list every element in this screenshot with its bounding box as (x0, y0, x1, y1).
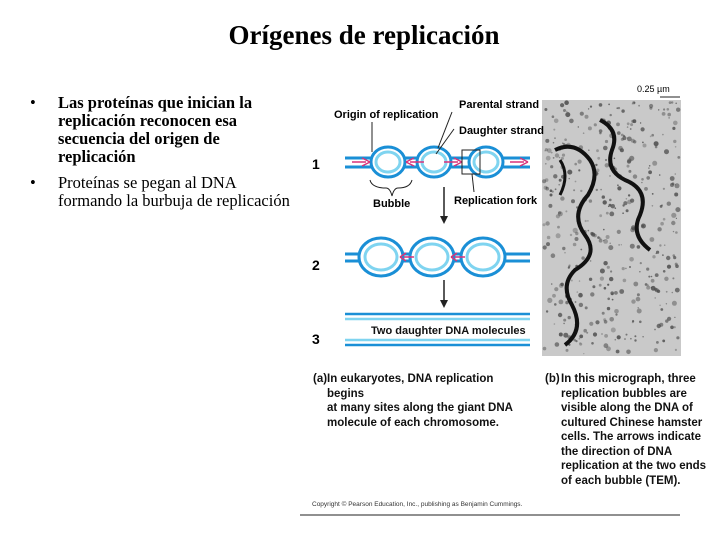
caption-b-line: replication bubbles are (561, 387, 687, 400)
bullet-item: • Proteínas se pegan al DNA formando la … (30, 174, 300, 210)
caption-b: (b) In this micrograph, three replicatio… (545, 372, 715, 488)
caption-a: (a) In eukaryotes, DNA replication begin… (313, 372, 533, 430)
step-number: 1 (312, 156, 320, 172)
caption-b-line: of each bubble (TEM). (561, 474, 681, 487)
caption-b-label: (b) (545, 373, 560, 385)
label-bubble: Bubble (373, 198, 410, 210)
label-molecules: Two daughter DNA molecules (371, 325, 526, 337)
caption-b-line: visible along the DNA of (561, 402, 693, 414)
label-fork: Replication fork (454, 195, 538, 207)
bullet-marker: • (30, 173, 36, 192)
caption-a-line: at many sites along the giant DNA (327, 402, 513, 414)
label-scale: 0.25 µm (637, 84, 670, 94)
label-parental: Parental strand (459, 99, 539, 111)
step2-dna (345, 236, 530, 308)
bullet-text: Las proteínas que inician la replicación… (58, 93, 253, 166)
bullet-item: • Las proteínas que inician la replicaci… (30, 94, 300, 166)
step3-dna (345, 312, 530, 347)
bullet-list: • Las proteínas que inician la replicaci… (30, 94, 300, 218)
caption-a-line: molecule of each chromosome. (327, 416, 499, 429)
label-daughter: Daughter strand (459, 125, 544, 137)
caption-b-line: replication at the two ends (561, 460, 707, 472)
step-number: 3 (312, 331, 320, 347)
caption-a-line: In eukaryotes, DNA replication begins (327, 373, 494, 400)
caption-b-line: In this micrograph, three (561, 373, 696, 385)
bullet-text: Proteínas se pegan al DNA formando la bu… (58, 173, 290, 210)
caption-b-line: the direction of DNA (561, 445, 673, 458)
caption-b-line: cells. The arrows indicate (561, 431, 701, 443)
slide-title: Orígenes de replicación (228, 20, 500, 50)
caption-b-line: cultured Chinese hamster (561, 416, 703, 429)
step1-dna (345, 111, 530, 224)
tem-micrograph (542, 96, 681, 356)
bullet-marker: • (30, 93, 36, 112)
step-number: 2 (312, 257, 320, 273)
copyright-text: Copyright © Pearson Education, Inc., pub… (312, 501, 523, 508)
caption-a-label: (a) (313, 373, 328, 385)
label-origin: Origin of replication (334, 109, 439, 121)
